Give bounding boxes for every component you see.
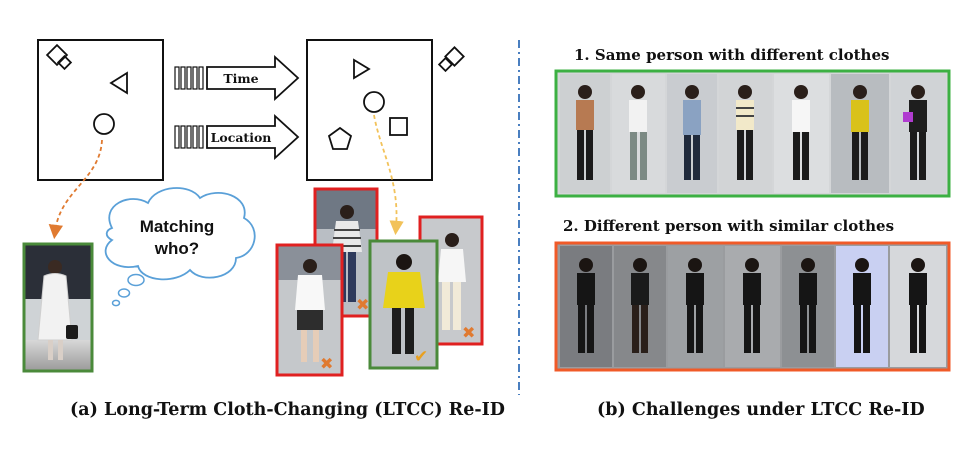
row2-person-6 — [836, 246, 888, 367]
gallery-connector-arrow — [373, 114, 404, 236]
gallery-image-white-shirt-shorts: ✖ — [275, 243, 344, 377]
query-person-image — [22, 242, 94, 373]
triangle-shape-icon — [109, 71, 128, 95]
square-shape-icon — [389, 117, 408, 136]
row2-person-5 — [782, 246, 834, 367]
location-arrow: Location — [174, 113, 300, 161]
query-connector-arrow — [48, 139, 103, 240]
row2-image-strip — [554, 241, 951, 372]
checkmark-icon: ✔ — [414, 347, 428, 367]
row2-title: 2. Different person with similar clothes — [563, 217, 894, 235]
row1-person-1 — [560, 74, 610, 193]
diamond-shape-icon — [437, 46, 465, 73]
row1-person-3 — [667, 74, 717, 193]
thought-text-line2: who? — [154, 239, 199, 258]
pentagon-shape-icon — [327, 126, 353, 150]
cross-icon: ✖ — [462, 323, 475, 342]
time-arrow: Time — [174, 54, 300, 102]
gallery-image-yellow-shirt-match: ✔ — [368, 239, 439, 370]
row2-person-4 — [725, 246, 780, 367]
row1-person-4 — [719, 74, 772, 193]
row2-person-2 — [614, 246, 666, 367]
thought-text-line1: Matching — [140, 217, 215, 236]
location-arrow-tail-bars — [174, 125, 204, 149]
location-label: Location — [211, 130, 272, 145]
diamond-shape-icon — [45, 43, 73, 71]
cross-icon: ✖ — [356, 295, 369, 314]
camera-view-2 — [306, 39, 465, 181]
row1-person-7 — [891, 74, 946, 193]
row2-person-7 — [890, 246, 946, 367]
row2-person-1 — [560, 246, 612, 367]
row2-person-3 — [668, 246, 723, 367]
row1-image-strip — [554, 69, 951, 198]
time-arrow-tail-bars — [174, 66, 204, 90]
circle-shape-icon — [363, 91, 385, 113]
triangle-shape-icon — [353, 58, 371, 80]
row1-person-2 — [612, 74, 665, 193]
thought-cloud: Matching who? — [104, 187, 256, 307]
cross-icon: ✖ — [320, 354, 333, 373]
row1-person-5 — [774, 74, 829, 193]
left-caption: (a) Long-Term Cloth-Changing (LTCC) Re-I… — [70, 400, 505, 420]
right-caption: (b) Challenges under LTCC Re-ID — [597, 400, 925, 420]
time-label: Time — [223, 71, 258, 86]
row1-person-6 — [831, 74, 889, 193]
camera-view-1 — [37, 39, 164, 181]
circle-shape-icon — [93, 113, 115, 135]
row1-title: 1. Same person with different clothes — [574, 46, 889, 64]
